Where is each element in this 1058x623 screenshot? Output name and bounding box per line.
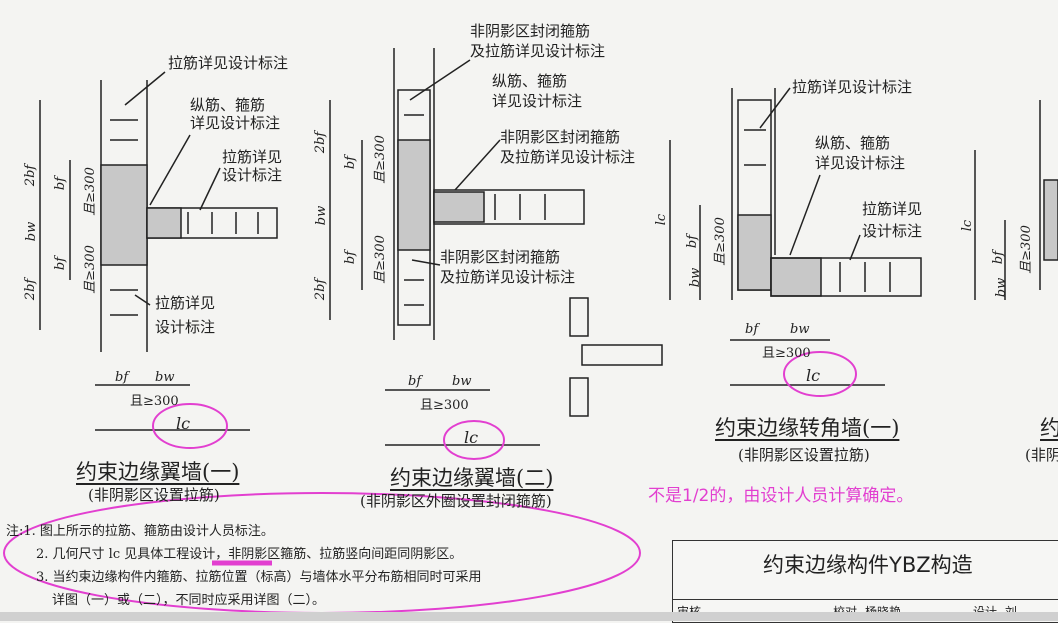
fig2-label-rebar-2: 详见设计标注 [492, 92, 583, 110]
fig2-title: 约束边缘翼墙(二) [390, 466, 554, 490]
fig3-label-tie-right-2: 设计标注 [862, 222, 923, 240]
fig2-label-stirrup-top: 非阴影区封闭箍筋 [470, 22, 591, 40]
note-1: 注:1. 图上所示的拉筋、箍筋由设计人员标注。 [6, 524, 274, 539]
fig4-title: 约 [1040, 416, 1058, 440]
fig3-label-rebar: 纵筋、箍筋 [815, 134, 891, 152]
fig2-dim-lc: lc [464, 428, 479, 447]
fig1-dim-2bf-top: 2bf [23, 164, 39, 187]
title-block-title: 约束边缘构件YBZ构造 [763, 553, 973, 577]
fig2-dim-bw: bw [314, 205, 330, 226]
fig3-label-tie-right: 拉筋详见 [862, 200, 923, 218]
fig2-dim-bw-h: bw [452, 374, 472, 389]
fig1-dim-min-bottom: 且≥300 [82, 245, 98, 294]
fig1-dim-bf-top: bf [53, 176, 69, 191]
fig3-title: 约束边缘转角墙(一) [715, 416, 900, 440]
fig3-dim-min-h: 且≥300 [762, 346, 811, 361]
fig1-label-rebar: 纵筋、箍筋 [190, 96, 266, 114]
fig4-subtitle: (非阴 [1025, 446, 1058, 464]
fig4-dim-lc: lc [960, 219, 976, 232]
fig1-label-tie-lower: 拉筋详见 [155, 294, 216, 312]
fig4-dim-min: 且≥300 [1018, 225, 1034, 274]
note-2: 2. 几何尺寸 lc 见具体工程设计，非阴影区箍筋、拉筋竖向间距同阴影区。 [36, 547, 463, 562]
fig1-dim-bw: bw [24, 221, 40, 242]
fig3-dim-bw-v: bw [688, 267, 704, 288]
fig3-subtitle: (非阴影区设置拉筋) [738, 446, 870, 464]
title-block: 约束边缘构件YBZ构造 审核 校对 杨晓艳 设计 刘 [672, 540, 1058, 623]
fig1-label-tie: 拉筋详见设计标注 [168, 54, 289, 72]
fig1-subtitle: (非阴影区设置拉筋) [88, 486, 220, 504]
fig2-label-stirrup-lower: 非阴影区封闭箍筋 [440, 248, 561, 266]
fig3-dim-lc: lc [806, 366, 821, 385]
fig3-dim-min-v: 且≥300 [712, 217, 728, 266]
fig2-dim-min-bottom: 且≥300 [372, 235, 388, 284]
fig1-label-tie-right: 拉筋详见 [222, 148, 283, 166]
fig2-label-rebar: 纵筋、箍筋 [492, 72, 568, 90]
fig2-dim-2bf-top: 2bf [313, 131, 329, 154]
fig1-label-tie-right-2: 设计标注 [222, 166, 283, 184]
fig2-label-stirrup-lower-2: 及拉筋详见设计标注 [440, 268, 576, 286]
fig3-label-tie: 拉筋详见设计标注 [792, 78, 913, 96]
fig3-dim-bw-h: bw [790, 322, 810, 337]
fig2-label-stirrup-right: 非阴影区封闭箍筋 [500, 128, 621, 146]
fig2-dim-bf-bottom: bf [343, 250, 359, 265]
fig1-dim-2bf-bottom: 2bf [23, 278, 39, 301]
note-3-cont: 详图（一）或（二），不同时应采用详图（二）。 [52, 593, 326, 608]
fig1-dim-bw-h: bw [155, 370, 175, 385]
fig3-label-rebar-2: 详见设计标注 [815, 154, 906, 172]
fig3-dim-bf-v: bf [685, 234, 701, 249]
fig4-dim-bf: bf [991, 250, 1007, 265]
fig2-label-stirrup-right-2: 及拉筋详见设计标注 [500, 148, 636, 166]
fig2-label-stirrup-top-2: 及拉筋详见设计标注 [470, 42, 606, 60]
fig1-dim-bf-h: bf [115, 370, 129, 385]
fig2-subtitle: (非阴影区外圈设置封闭箍筋) [360, 492, 552, 510]
handwritten-annotation: 不是1/2的，由设计人员计算确定。 [648, 486, 914, 506]
fig1-dim-lc: lc [176, 414, 191, 433]
fig1-label-tie-lower-2: 设计标注 [155, 318, 216, 336]
note-3: 3. 当约束边缘构件内箍筋、拉筋位置（标高）与墙体水平分布筋相同时可采用 [36, 570, 482, 585]
fig1-dim-min-h: 且≥300 [130, 394, 179, 409]
fig1-title: 约束边缘翼墙(一) [76, 460, 240, 484]
fig2-dim-min-h: 且≥300 [420, 398, 469, 413]
horizontal-scrollbar[interactable] [0, 612, 1058, 621]
fig3-dim-bf-h: bf [745, 322, 759, 337]
fig4-dim-bw: bw [994, 277, 1010, 298]
fig1-label-rebar-2: 详见设计标注 [190, 114, 281, 132]
fig2-dim-min-top: 且≥300 [372, 135, 388, 184]
fig2-dim-bf-h: bf [408, 374, 422, 389]
fig2-dim-2bf-bottom: 2bf [313, 278, 329, 301]
fig1-dim-min-top: 且≥300 [82, 167, 98, 216]
fig1-dim-bf-bottom: bf [53, 256, 69, 271]
fig3-dim-lc-v: lc [654, 213, 670, 226]
fig2-dim-bf-top: bf [343, 155, 359, 170]
